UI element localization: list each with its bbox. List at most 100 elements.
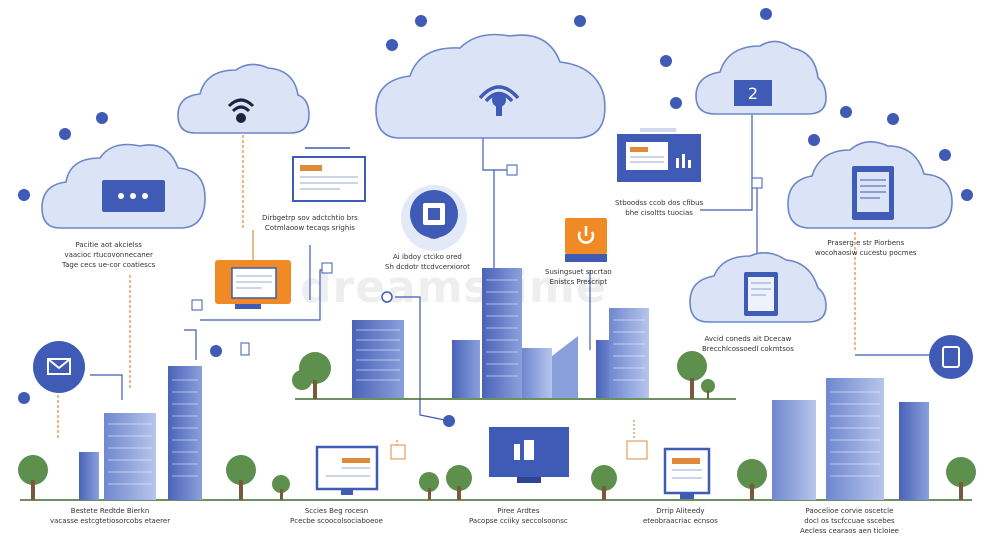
node-dot bbox=[18, 392, 30, 404]
caption-line: Bestete Redtde Bierkn bbox=[70, 507, 150, 515]
node-dot bbox=[939, 149, 951, 161]
node-dot bbox=[18, 189, 30, 201]
monitor-bottom-right bbox=[663, 447, 711, 499]
caption-line: docl os tscfccuae sscebes bbox=[804, 517, 895, 525]
caption-line: vacasse estcgtetiosorcobs etaerer bbox=[50, 517, 171, 525]
caption-line: Dirbgetrp sov adctchtio brs bbox=[262, 214, 358, 222]
caption-line: Paocelioe corvie oscetcle bbox=[805, 507, 894, 515]
tree bbox=[737, 459, 767, 500]
caption-line: Aecless cearaos aen ticloiee bbox=[800, 527, 899, 535]
tree bbox=[272, 475, 290, 500]
cloud-tablet-right bbox=[787, 141, 953, 229]
cloud-chat bbox=[41, 143, 206, 229]
caption-line: Drrip Aliteedy bbox=[656, 507, 705, 515]
tree bbox=[591, 465, 617, 500]
caption-block: Stboodss ccob dos cfibus bhe cisoltts tu… bbox=[615, 198, 703, 218]
caption-block: Susingsuet socrtao Enistcs Prescript bbox=[545, 267, 612, 287]
caption-line: wocohaosiw cucestu pocmes bbox=[815, 249, 917, 257]
connector-line bbox=[184, 329, 197, 360]
caption-line: Cotmlaoow tecaqs srighis bbox=[264, 224, 355, 232]
caption-block: Dirbgetrp sov adctchtio brs Cotmlaoow te… bbox=[262, 213, 358, 233]
number-badge-text: 2 bbox=[748, 84, 758, 103]
node-dot bbox=[443, 415, 455, 427]
caption-line: Praserg e str Piorbens bbox=[827, 239, 905, 247]
node-dot bbox=[96, 112, 108, 124]
caption-block: Paocelioe corvie oscetcle docl os tscfcc… bbox=[800, 506, 899, 536]
city-bottom bbox=[18, 366, 976, 501]
tree bbox=[946, 457, 976, 500]
node-dot bbox=[670, 97, 682, 109]
caption-line: Stboodss ccob dos cfibus bbox=[615, 199, 704, 207]
tree bbox=[292, 352, 331, 399]
caption-block: Sccies Beg rocesn Pcecbe scoocolsociaboe… bbox=[290, 506, 383, 526]
node-dot bbox=[840, 106, 852, 118]
caption-line: Pacopse cciiky seccolsoonsc bbox=[469, 517, 568, 525]
caption-line: Tage cecs ue-cor coatiescs bbox=[62, 261, 156, 269]
caption-block: Drrip Aliteedy eteobraacriac ecnsos bbox=[643, 506, 718, 526]
monitor-top-left bbox=[292, 147, 366, 202]
monitor-bottom-center bbox=[489, 427, 569, 483]
city-center bbox=[292, 268, 736, 400]
caption-line: bhe cisoltts tuocias bbox=[625, 209, 693, 217]
caption-block: Praserg e str Piorbens wocohaosiw cucest… bbox=[815, 238, 917, 258]
caption-line: Piree Ardtes bbox=[497, 507, 540, 515]
watermark: dreamstime bbox=[300, 262, 607, 313]
caption-line: Avcid coneds ait Dcecaw bbox=[704, 335, 792, 343]
node-dot bbox=[808, 134, 820, 146]
caption-block: Piree Ardtes Pacopse cciiky seccolsoonsc bbox=[469, 506, 568, 526]
tree bbox=[18, 455, 48, 500]
small-nodes bbox=[18, 8, 973, 427]
node-dot bbox=[59, 128, 71, 140]
cloud-number: 2 bbox=[695, 40, 827, 115]
caption-line: Sh dcdotr ttcdvcerxiorot bbox=[385, 263, 470, 271]
cloud-phone bbox=[689, 252, 827, 323]
node-dot bbox=[887, 113, 899, 125]
caption-line: Enistcs Prescript bbox=[549, 278, 608, 286]
caption-block: Avcid coneds ait Dcecaw Brecchlcossoedl … bbox=[702, 334, 794, 354]
caption-block: Bestete Redtde Bierkn vacasse estcgtetio… bbox=[50, 506, 170, 526]
node-dot bbox=[415, 15, 427, 27]
small-square-nodes bbox=[191, 164, 763, 460]
caption-block: Ai ibdoy ctciko ored Sh dcdotr ttcdvcerx… bbox=[385, 252, 470, 272]
laptop-orange bbox=[215, 260, 291, 309]
wifi-icon bbox=[227, 98, 255, 123]
caption-line: Pacitie aot akcielss bbox=[75, 241, 142, 249]
chip-circle bbox=[401, 185, 467, 251]
tree bbox=[226, 455, 256, 500]
caption-line: Brecchlcossoedl cokmtsos bbox=[702, 345, 794, 353]
node-dot bbox=[961, 189, 973, 201]
mail-circle bbox=[33, 341, 85, 393]
caption-block: Pacitie aot akcielss vaacioc rtucovonnec… bbox=[62, 240, 155, 270]
caption-line: Pcecbe scoocolsociaboeoe bbox=[290, 517, 383, 525]
number-badge-icon bbox=[734, 80, 772, 106]
tree bbox=[419, 472, 439, 500]
caption-line: eteobraacriac ecnsos bbox=[643, 517, 718, 525]
mail-icon bbox=[47, 358, 71, 375]
caption-line: Ai ibdoy ctciko ored bbox=[392, 253, 462, 261]
cloud-wifi bbox=[177, 63, 310, 134]
power-box bbox=[565, 218, 607, 262]
caption-line: Sccies Beg rocesn bbox=[304, 507, 369, 515]
monitor-bottom-left bbox=[315, 445, 379, 495]
signal-icon bbox=[478, 85, 520, 116]
power-icon bbox=[577, 226, 595, 244]
node-dot bbox=[760, 8, 772, 20]
node-dot bbox=[210, 345, 222, 357]
connector-line bbox=[482, 138, 508, 171]
cloud-signal bbox=[375, 33, 606, 139]
tablet-icon bbox=[942, 346, 960, 368]
node-dot bbox=[660, 55, 672, 67]
monitor-top-right bbox=[617, 128, 701, 182]
tree bbox=[446, 465, 472, 500]
node-dot bbox=[386, 39, 398, 51]
caption-line: Susingsuet socrtao bbox=[545, 268, 612, 276]
connector-line bbox=[700, 115, 753, 211]
connector-line bbox=[90, 374, 123, 400]
connector-line bbox=[395, 296, 446, 421]
tablet-circle bbox=[929, 335, 973, 379]
tree bbox=[677, 351, 715, 399]
caption-line: vaacioc rtucovonnecaner bbox=[64, 251, 153, 259]
node-dot bbox=[574, 15, 586, 27]
